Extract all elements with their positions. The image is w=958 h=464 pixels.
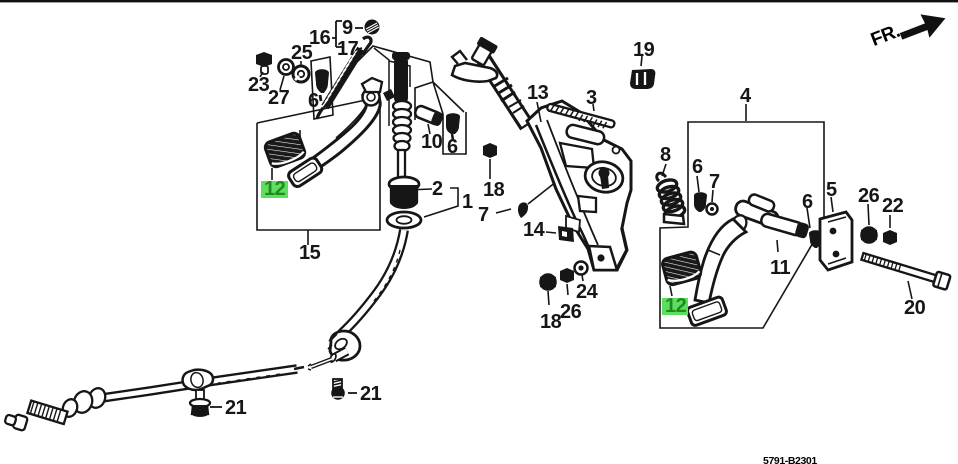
svg-text:21: 21 [360,383,382,405]
svg-text:7: 7 [709,171,720,193]
svg-text:6: 6 [692,156,703,178]
svg-text:24: 24 [576,281,599,303]
svg-text:23: 23 [248,74,270,96]
svg-text:6: 6 [802,191,813,213]
svg-text:25: 25 [291,42,313,64]
svg-text:15: 15 [299,242,321,264]
svg-text:19: 19 [633,39,655,61]
svg-text:4: 4 [740,85,752,107]
svg-text:22: 22 [882,195,904,217]
svg-text:8: 8 [660,144,671,166]
svg-text:12: 12 [264,178,286,200]
svg-text:21: 21 [225,397,247,419]
svg-text:12: 12 [665,295,687,317]
svg-text:16: 16 [309,27,331,49]
svg-text:26: 26 [560,301,582,323]
svg-text:6: 6 [447,136,458,158]
svg-text:6: 6 [308,90,319,112]
svg-text:17: 17 [337,38,359,60]
svg-text:7: 7 [478,204,489,226]
svg-text:20: 20 [904,297,926,319]
svg-text:14: 14 [523,219,546,241]
svg-text:10: 10 [421,131,443,153]
svg-text:2: 2 [432,178,443,200]
svg-text:5791-B2301: 5791-B2301 [763,455,817,464]
svg-text:18: 18 [540,311,562,333]
svg-text:1: 1 [462,191,473,213]
svg-text:26: 26 [858,185,880,207]
svg-text:9: 9 [342,17,353,39]
svg-text:5: 5 [826,179,837,201]
svg-text:3: 3 [586,87,597,109]
svg-text:27: 27 [268,87,290,109]
svg-text:11: 11 [770,257,791,279]
svg-text:18: 18 [483,179,505,201]
svg-text:13: 13 [527,82,549,104]
